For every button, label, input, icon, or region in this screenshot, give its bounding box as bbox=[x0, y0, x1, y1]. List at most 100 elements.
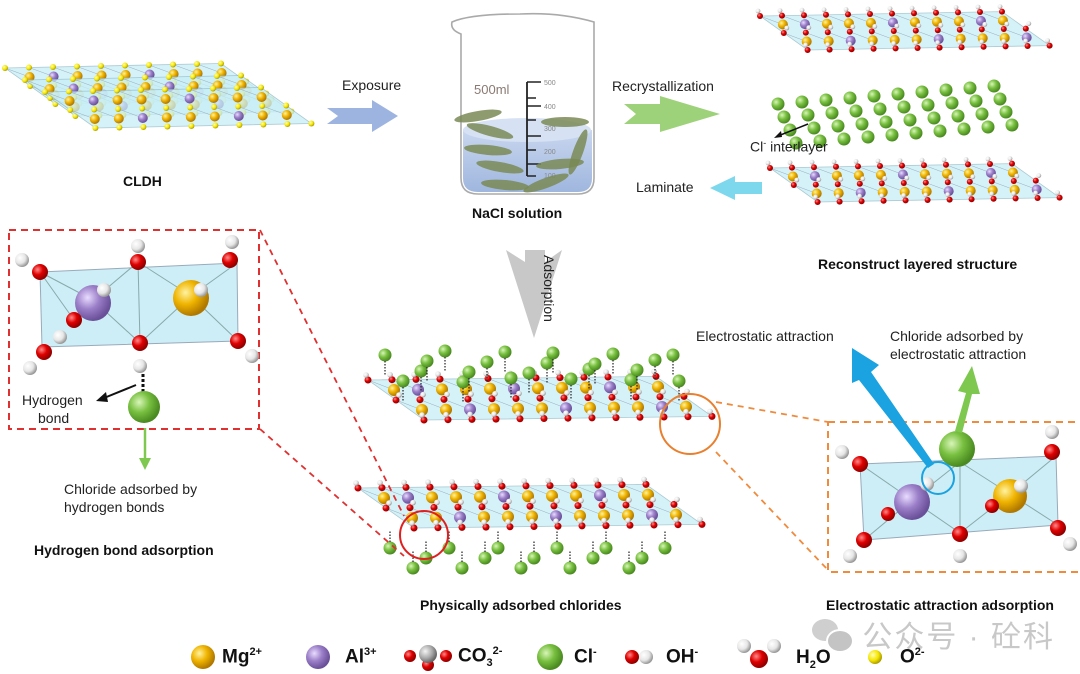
oxide-atom bbox=[210, 85, 216, 92]
o-atom bbox=[933, 9, 939, 16]
o-atom bbox=[66, 312, 82, 328]
cl-ion bbox=[807, 121, 821, 135]
cl-interlayer-label: Cl- interlayer bbox=[750, 138, 828, 155]
cl-ion bbox=[861, 130, 875, 144]
o-atom bbox=[578, 522, 586, 530]
o-atom bbox=[618, 481, 626, 489]
o-atom bbox=[870, 45, 877, 52]
oxide-atom bbox=[259, 103, 266, 109]
cl-ion bbox=[1005, 118, 1019, 132]
o-atom bbox=[867, 11, 873, 17]
h-atom bbox=[904, 175, 910, 181]
o-atom bbox=[977, 9, 983, 15]
h-atom bbox=[539, 410, 545, 417]
o-atom bbox=[836, 198, 843, 205]
h-atom bbox=[891, 41, 896, 46]
cl-ion bbox=[771, 97, 785, 111]
cl-ion bbox=[540, 356, 554, 370]
o-atom bbox=[780, 30, 787, 36]
h-atom bbox=[821, 7, 827, 13]
mg-atom bbox=[281, 110, 292, 120]
oxide-atom bbox=[146, 62, 152, 68]
mg-atom bbox=[160, 94, 171, 104]
al-atom bbox=[560, 402, 572, 415]
oxide-atom bbox=[92, 125, 99, 131]
top-layer-slab bbox=[755, 4, 1053, 53]
h-atom bbox=[816, 177, 822, 183]
h-atom bbox=[516, 390, 522, 397]
reconstruct-label: Reconstruct layered structure bbox=[818, 256, 1018, 272]
legend-co3-name: CO bbox=[458, 645, 487, 667]
legend-o-charge: 2- bbox=[914, 645, 925, 658]
o-atom bbox=[478, 503, 486, 511]
o-atom bbox=[402, 483, 410, 491]
mg-atom bbox=[113, 113, 124, 124]
h-atom bbox=[953, 549, 967, 563]
o-atom bbox=[943, 161, 949, 168]
h-atom bbox=[468, 391, 474, 397]
h-atom bbox=[897, 158, 903, 164]
o-atom bbox=[580, 373, 588, 381]
al-atom bbox=[464, 403, 476, 416]
h-atom bbox=[553, 518, 559, 524]
mg-atom bbox=[185, 112, 196, 122]
cl-ion bbox=[648, 353, 662, 367]
h-atom bbox=[578, 497, 584, 504]
o-atom bbox=[848, 46, 855, 53]
o-atom bbox=[670, 500, 678, 508]
oxide-atom bbox=[164, 123, 171, 130]
oxide-atom bbox=[235, 103, 242, 110]
h-atom bbox=[920, 477, 934, 491]
hbond-pointer-head bbox=[96, 392, 108, 402]
h-atom bbox=[777, 8, 783, 14]
cl-ion bbox=[564, 372, 578, 386]
h-atom bbox=[1014, 173, 1020, 179]
oxide-atom bbox=[90, 88, 96, 94]
h-atom bbox=[97, 283, 111, 297]
h-atom bbox=[787, 160, 793, 166]
h-atom bbox=[806, 25, 812, 30]
cl-charge: - bbox=[763, 138, 767, 148]
o-atom bbox=[880, 197, 887, 204]
h-atom bbox=[948, 174, 954, 180]
h-atom bbox=[555, 369, 561, 376]
o-atom bbox=[814, 199, 821, 205]
mg-atom bbox=[440, 403, 452, 416]
o-atom bbox=[965, 161, 971, 168]
oxide-atom bbox=[258, 84, 264, 91]
o-atom bbox=[632, 393, 640, 401]
o-atom bbox=[1046, 42, 1053, 49]
o-atom bbox=[823, 11, 829, 18]
mg-atom bbox=[502, 510, 514, 523]
cl-atom bbox=[939, 431, 975, 467]
h-atom bbox=[505, 519, 511, 525]
h-atom bbox=[825, 42, 830, 47]
o-atom bbox=[1000, 26, 1007, 32]
oxide-atom bbox=[186, 86, 192, 92]
o-atom bbox=[570, 481, 578, 489]
h-atom bbox=[131, 239, 145, 253]
oxide-atom bbox=[211, 104, 218, 110]
h-atom bbox=[916, 23, 922, 28]
h-atom bbox=[828, 24, 834, 30]
mg-atom bbox=[209, 111, 220, 122]
h-atom bbox=[989, 191, 994, 197]
o-atom bbox=[546, 482, 554, 490]
h-atom bbox=[521, 478, 527, 484]
o-atom bbox=[430, 503, 438, 511]
o-atom bbox=[955, 9, 961, 16]
h-atom bbox=[979, 39, 984, 45]
cl-ion bbox=[396, 374, 410, 388]
mg-atom bbox=[388, 384, 400, 396]
cl-ion bbox=[969, 94, 983, 108]
mg-atom bbox=[430, 511, 442, 524]
mg-atom bbox=[89, 114, 100, 124]
o-atom bbox=[936, 44, 943, 51]
o-atom bbox=[458, 523, 466, 531]
o-atom bbox=[436, 375, 444, 383]
cl-ion bbox=[855, 117, 869, 131]
cl-ion bbox=[909, 126, 923, 140]
mg-atom bbox=[136, 94, 147, 105]
legend-co3-charge: 2- bbox=[492, 644, 503, 657]
legend-h2o: H2O bbox=[734, 636, 831, 672]
